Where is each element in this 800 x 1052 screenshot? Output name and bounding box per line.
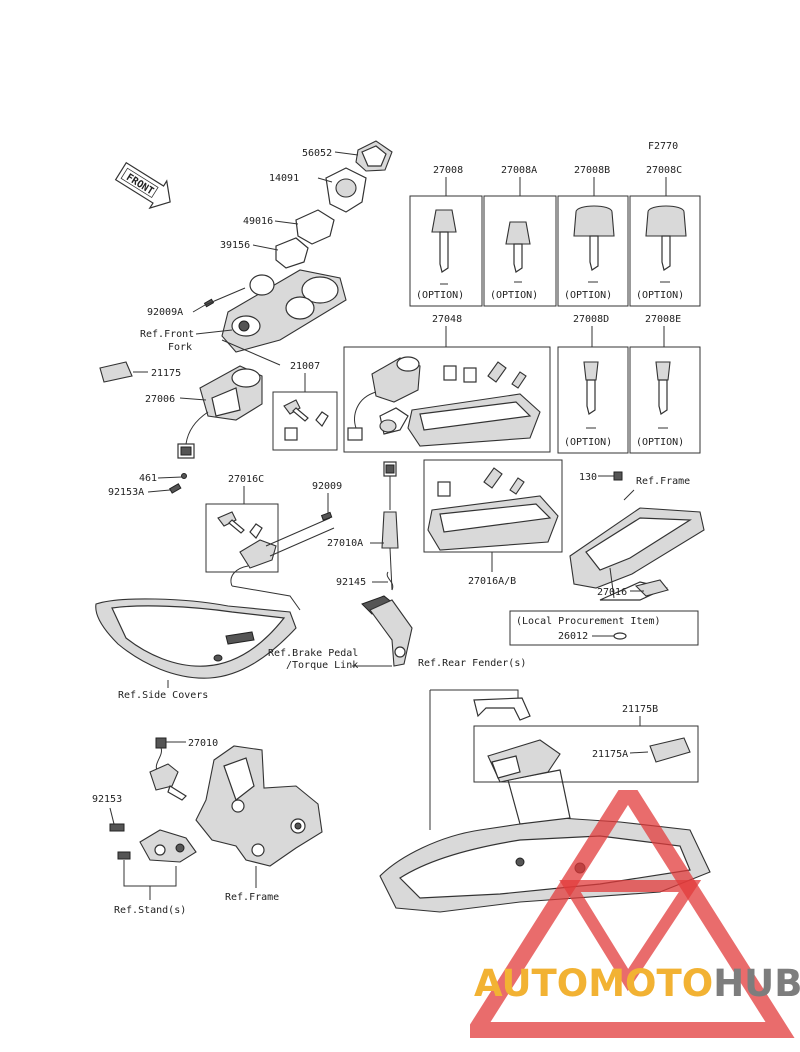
- frame-ref-top: [569, 507, 705, 601]
- label-27016C: 27016C: [228, 474, 264, 485]
- label-ref-front-fork-2: Fork: [168, 342, 192, 353]
- label-ref-brake-1: Ref.Brake Pedal: [268, 648, 358, 659]
- brake-pedal-ref: [352, 595, 413, 667]
- box-27008E: [629, 346, 701, 454]
- key-options: 27008 (OPTION) 27008A (OPTION) 27008B (O…: [409, 165, 701, 454]
- side-cover-ref: [95, 585, 301, 688]
- label-ref-side-covers: Ref.Side Covers: [118, 690, 208, 701]
- label-ref-rear-fender: Ref.Rear Fender(s): [418, 658, 526, 669]
- label-27010A: 27010A: [327, 538, 363, 549]
- label-27008E: 27008E: [645, 314, 681, 325]
- box-21007: [272, 391, 338, 451]
- box-27008C: [629, 195, 701, 307]
- switch-27016C: [217, 511, 335, 587]
- box-27048: [343, 346, 551, 453]
- label-21175A: 21175A: [592, 749, 628, 760]
- box-27016AB: [423, 459, 563, 553]
- label-21175: 21175: [151, 368, 181, 379]
- option-27008B: (OPTION): [564, 290, 612, 301]
- ignition-switch-27006: [177, 365, 263, 459]
- label-27008D: 27008D: [573, 314, 609, 325]
- box-27008B: [557, 195, 629, 307]
- label-14091: 14091: [269, 173, 299, 184]
- label-local-procurement: (Local Procurement Item): [516, 616, 661, 627]
- frame-ref-bottom: [195, 745, 323, 888]
- key-blanks-21007: [283, 399, 329, 441]
- label-39156: 39156: [220, 240, 250, 251]
- label-92009: 92009: [312, 481, 342, 492]
- label-ref-front-fork-1: Ref.Front: [140, 329, 194, 340]
- label-27016: 27016: [597, 587, 627, 598]
- label-27006: 27006: [145, 394, 175, 405]
- sidestand-switch-27010: [149, 737, 187, 801]
- label-27016AB: 27016A/B: [468, 576, 516, 587]
- label-92145: 92145: [336, 577, 366, 588]
- label-27008C: 27008C: [646, 165, 682, 176]
- option-27008D: (OPTION): [564, 437, 612, 448]
- watermark-part2: HUB: [713, 962, 800, 1005]
- plate-39156: [275, 237, 309, 269]
- label-92153A: 92153A: [108, 487, 144, 498]
- option-27008C: (OPTION): [636, 290, 684, 301]
- label-92153: 92153: [92, 794, 122, 805]
- option-27008: (OPTION): [416, 290, 464, 301]
- watermark-logo-icon: [470, 790, 795, 1038]
- label-461: 461: [139, 473, 157, 484]
- label-26012: 26012: [558, 631, 588, 642]
- box-27008A: [483, 195, 557, 307]
- ignition-stack: [192, 140, 393, 366]
- label-92009A: 92009A: [147, 307, 183, 318]
- kit-27048: [347, 356, 541, 447]
- box-27008D: [557, 346, 629, 454]
- label-27048: 27048: [432, 314, 462, 325]
- stand-bracket-ref: [117, 829, 197, 900]
- brake-switch-27010A: [370, 461, 399, 591]
- box-27016C: [205, 503, 279, 573]
- label-21175B: 21175B: [622, 704, 658, 715]
- label-27008B: 27008B: [574, 165, 610, 176]
- option-27008A: (OPTION): [490, 290, 538, 301]
- label-130: 130: [579, 472, 597, 483]
- label-ref-stands: Ref.Stand(s): [114, 905, 186, 916]
- label-ref-frame-top: Ref.Frame: [636, 476, 690, 487]
- label-ref-frame-bottom: Ref.Frame: [225, 892, 279, 903]
- watermark-part1: AUTOMOTO: [474, 962, 714, 1005]
- label-ref-brake-2: /Torque Link: [286, 660, 358, 671]
- part-21175B: [487, 737, 691, 783]
- label-27008A: 27008A: [501, 165, 537, 176]
- box-21175B: [473, 725, 699, 783]
- front-arrow-icon: FRONT: [114, 161, 171, 210]
- watermark-text: AUTOMOTOHUB: [474, 962, 800, 1005]
- label-27008: 27008: [433, 165, 463, 176]
- figure-code: F2770: [648, 141, 678, 152]
- kit-27016AB: [427, 467, 559, 551]
- box-27008: [409, 195, 483, 307]
- bracket-49016: [295, 209, 335, 245]
- option-27008E: (OPTION): [636, 437, 684, 448]
- label-21007: 21007: [290, 361, 320, 372]
- part-21175: [99, 361, 133, 383]
- label-49016: 49016: [243, 216, 273, 227]
- label-56052: 56052: [302, 148, 332, 159]
- label-27010: 27010: [188, 738, 218, 749]
- box-local-procurement: [509, 610, 699, 646]
